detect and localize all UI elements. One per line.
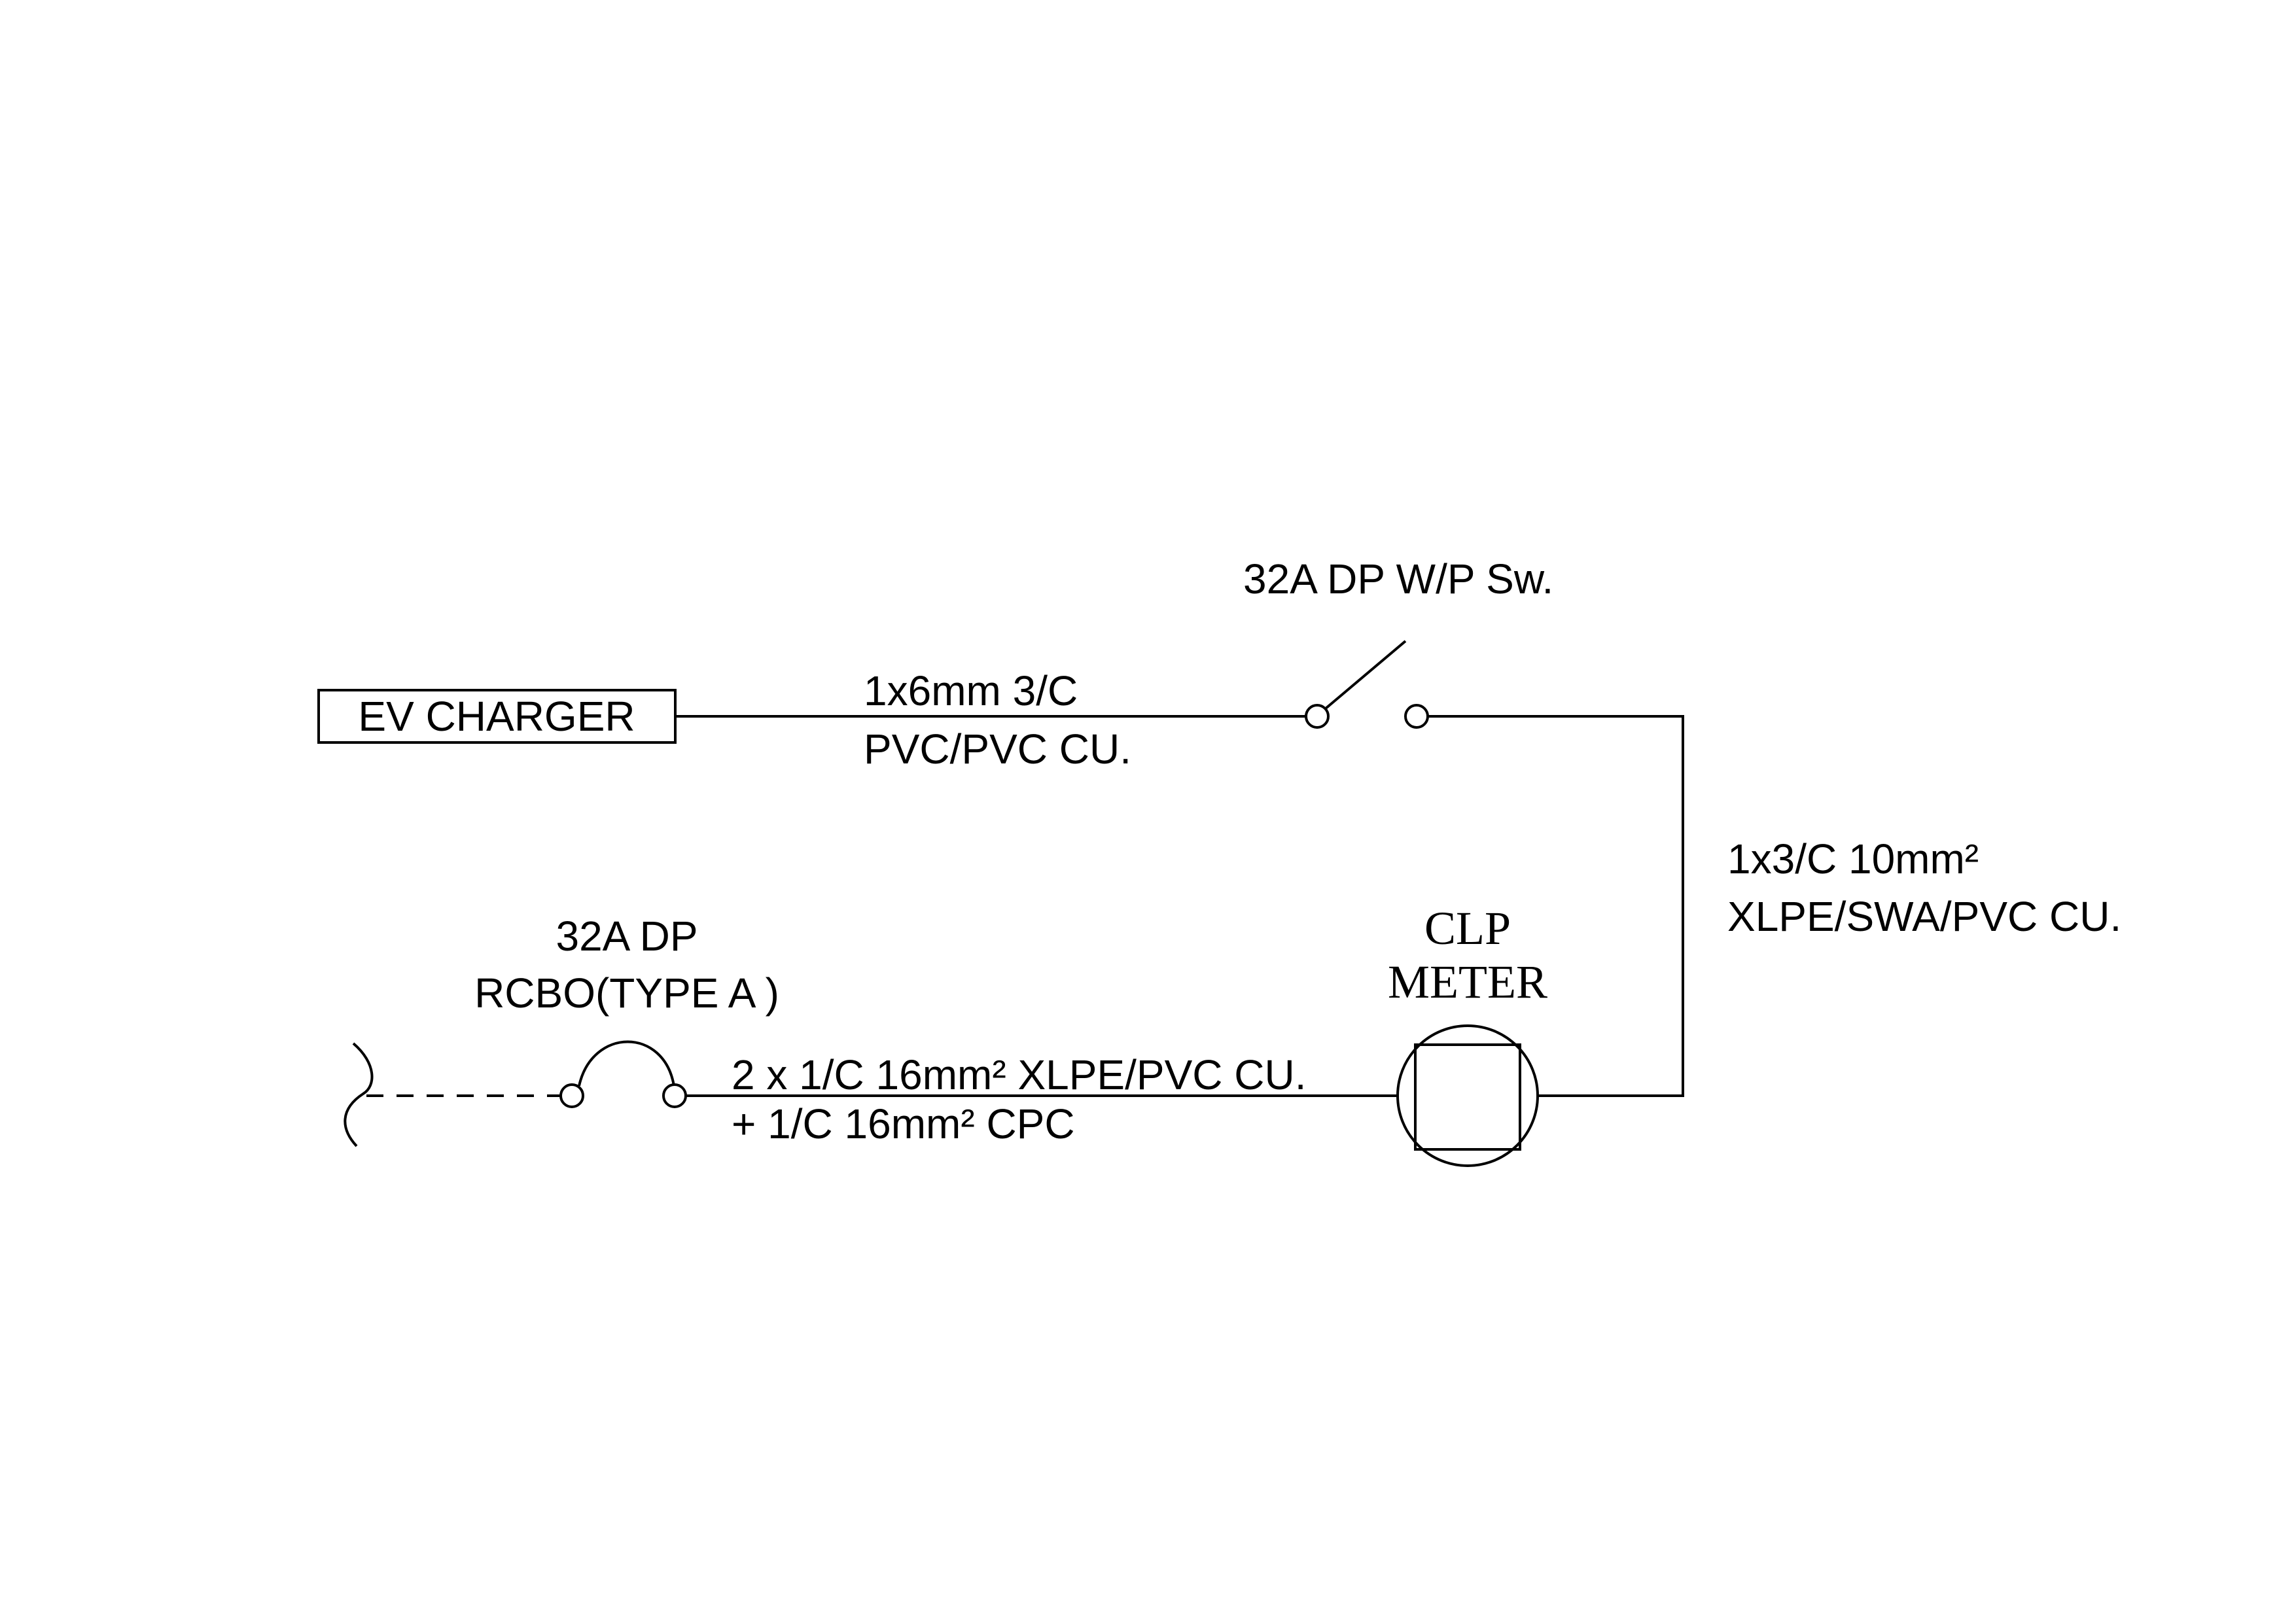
cable-switch-to-meter-label-1: 1x3/C 10mm²	[1727, 835, 1979, 882]
switch-terminal-left	[1305, 704, 1330, 729]
cable-switch-to-meter	[1428, 715, 1684, 1097]
rcbo-label-1: 32A DP	[556, 913, 698, 960]
ev-charger-label: EV CHARGER	[358, 693, 635, 740]
rcbo: 32A DP RCBO(TYPE A )	[474, 913, 779, 1108]
cable-charger-to-switch-label-1: 1x6mm 3/C	[864, 667, 1078, 714]
cable-switch-to-meter-label-2: XLPE/SWA/PVC CU.	[1727, 893, 2121, 940]
cable-rcbo-to-meter-label-1: 2 x 1/C 16mm² XLPE/PVC CU.	[732, 1051, 1306, 1098]
meter-circle	[1396, 1024, 1539, 1167]
isolator-switch: 32A DP W/P Sw.	[1243, 555, 1553, 729]
cable-rcbo-to-meter-label-2: + 1/C 16mm² CPC	[732, 1100, 1075, 1147]
switch-terminal-right	[1404, 704, 1429, 729]
ev-charger: EV CHARGER	[317, 689, 677, 744]
rcbo-arc	[578, 1040, 675, 1087]
rcbo-label-2: RCBO(TYPE A )	[474, 969, 779, 1017]
switch-label: 32A DP W/P Sw.	[1243, 555, 1553, 602]
rcbo-terminal-right	[662, 1083, 687, 1108]
meter-label-2: METER	[1388, 956, 1547, 1008]
break-mark	[344, 1042, 374, 1147]
rcbo-terminal-left	[559, 1083, 584, 1108]
meter-label-1: CLP	[1424, 902, 1511, 954]
meter-square	[1414, 1043, 1521, 1151]
cable-charger-to-switch-label-2: PVC/PVC CU.	[864, 725, 1131, 773]
switch-blade	[1324, 640, 1407, 710]
clp-meter: CLP METER	[1388, 902, 1547, 1167]
